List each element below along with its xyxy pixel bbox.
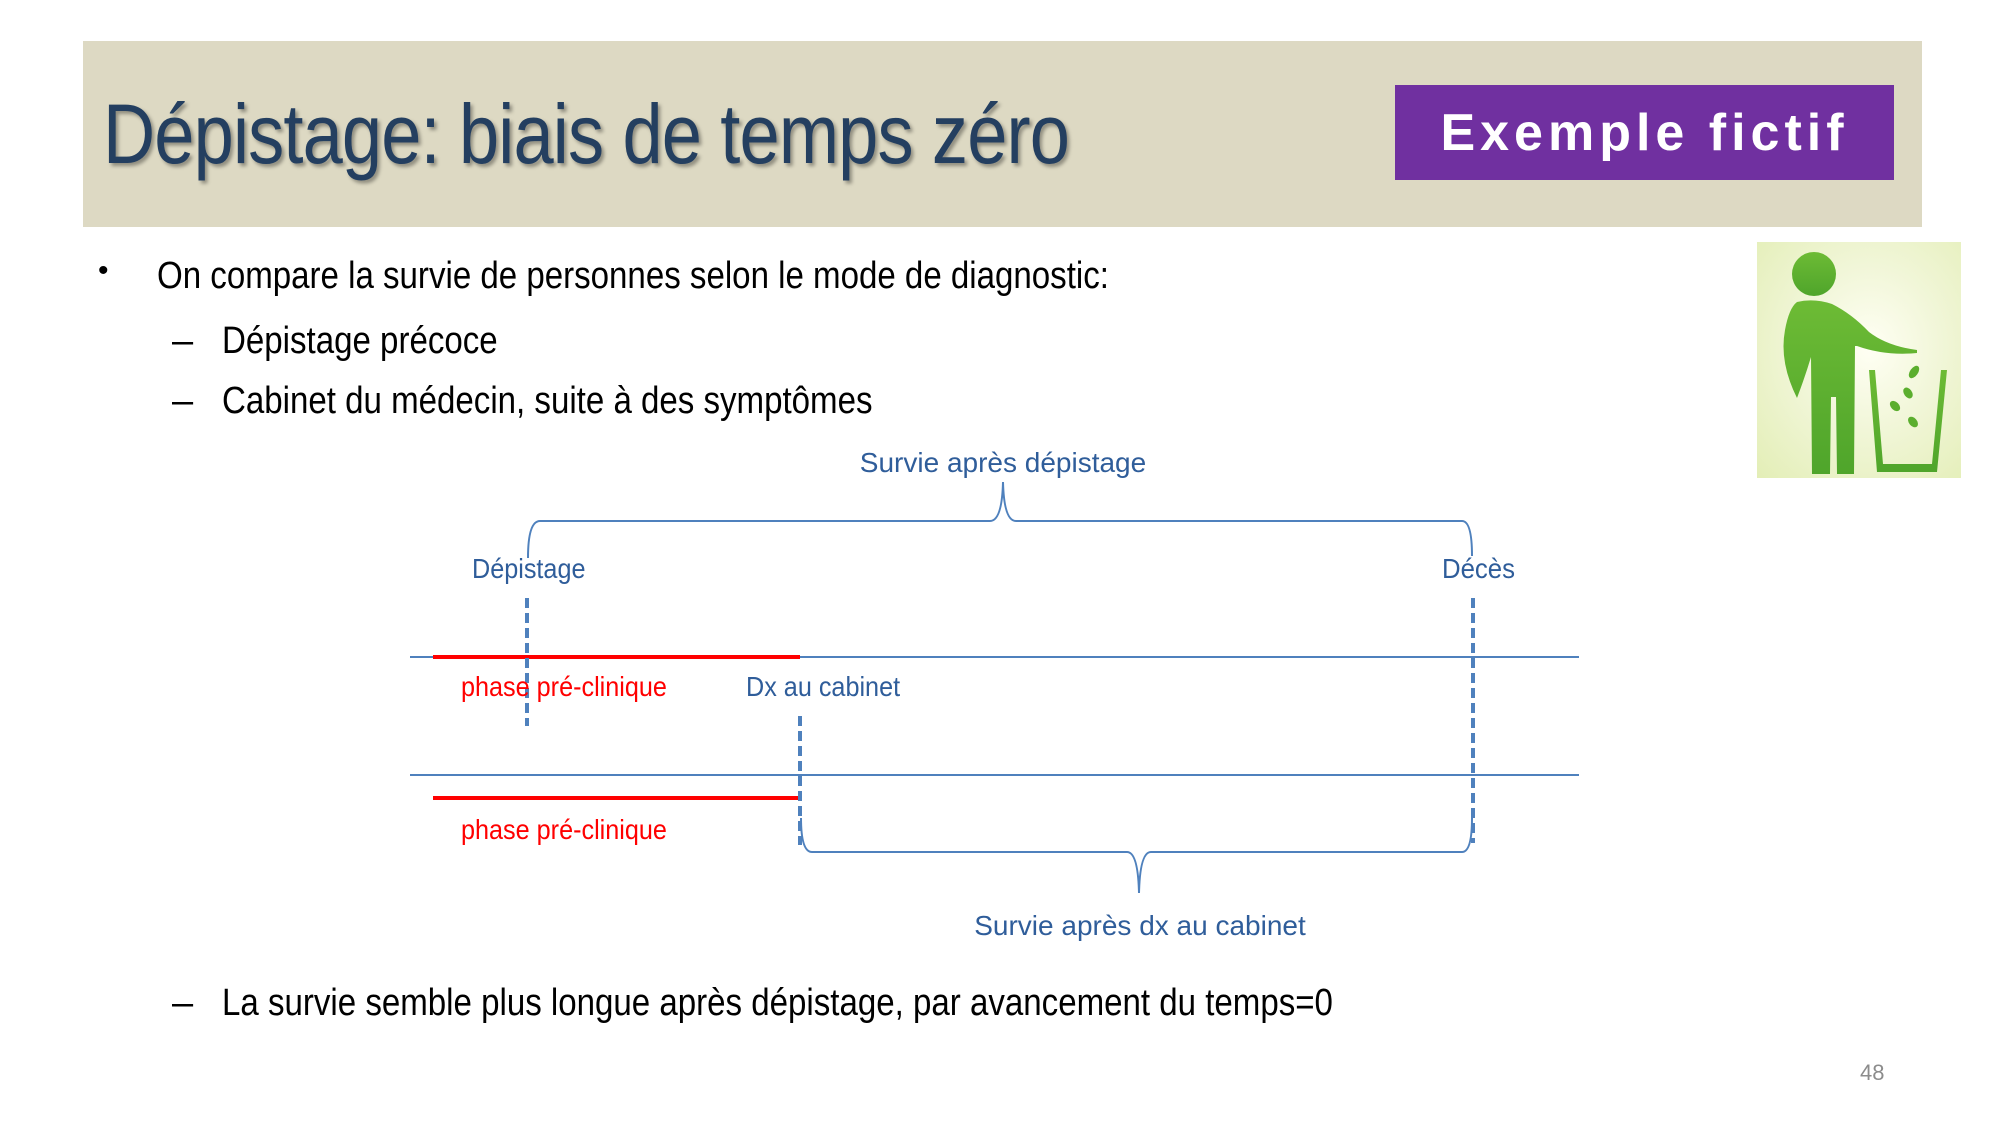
bullet-compare-survival: On compare la survie de personnes selon … [157, 255, 1109, 297]
sub-bullet-doctor-office: Cabinet du médecin, suite à des symptôme… [222, 380, 873, 422]
label-death: Décès [1442, 553, 1516, 584]
bullet-marker: • [98, 254, 109, 287]
page-number: 48 [1860, 1060, 1885, 1085]
sub-bullet-conclusion: La survie semble plus longue après dépis… [222, 982, 1333, 1024]
label-preclinical-phase-row1: phase pré-clinique [461, 671, 667, 702]
fictional-example-badge: Exemple fictif [1395, 85, 1894, 180]
slide-title: Dépistage: biais de temps zéro [103, 87, 1070, 181]
dash-marker: – [172, 320, 194, 362]
dash-marker: – [172, 982, 194, 1024]
label-dx-at-office: Dx au cabinet [746, 671, 901, 702]
label-survival-after-office-dx: Survie après dx au cabinet [974, 910, 1306, 941]
trash-figure-svg [1783, 252, 1947, 474]
person-throwing-trash-icon [1757, 242, 1961, 478]
label-preclinical-phase-row2: phase pré-clinique [461, 814, 667, 845]
label-screening: Dépistage [472, 553, 586, 584]
top-brace [527, 481, 1473, 559]
sub-bullet-early-screening: Dépistage précoce [222, 320, 498, 362]
badge-label: Exemple fictif [1440, 103, 1849, 162]
dash-marker: – [172, 380, 194, 422]
label-survival-after-screening: Survie après dépistage [859, 447, 1147, 478]
bottom-brace [800, 817, 1473, 894]
